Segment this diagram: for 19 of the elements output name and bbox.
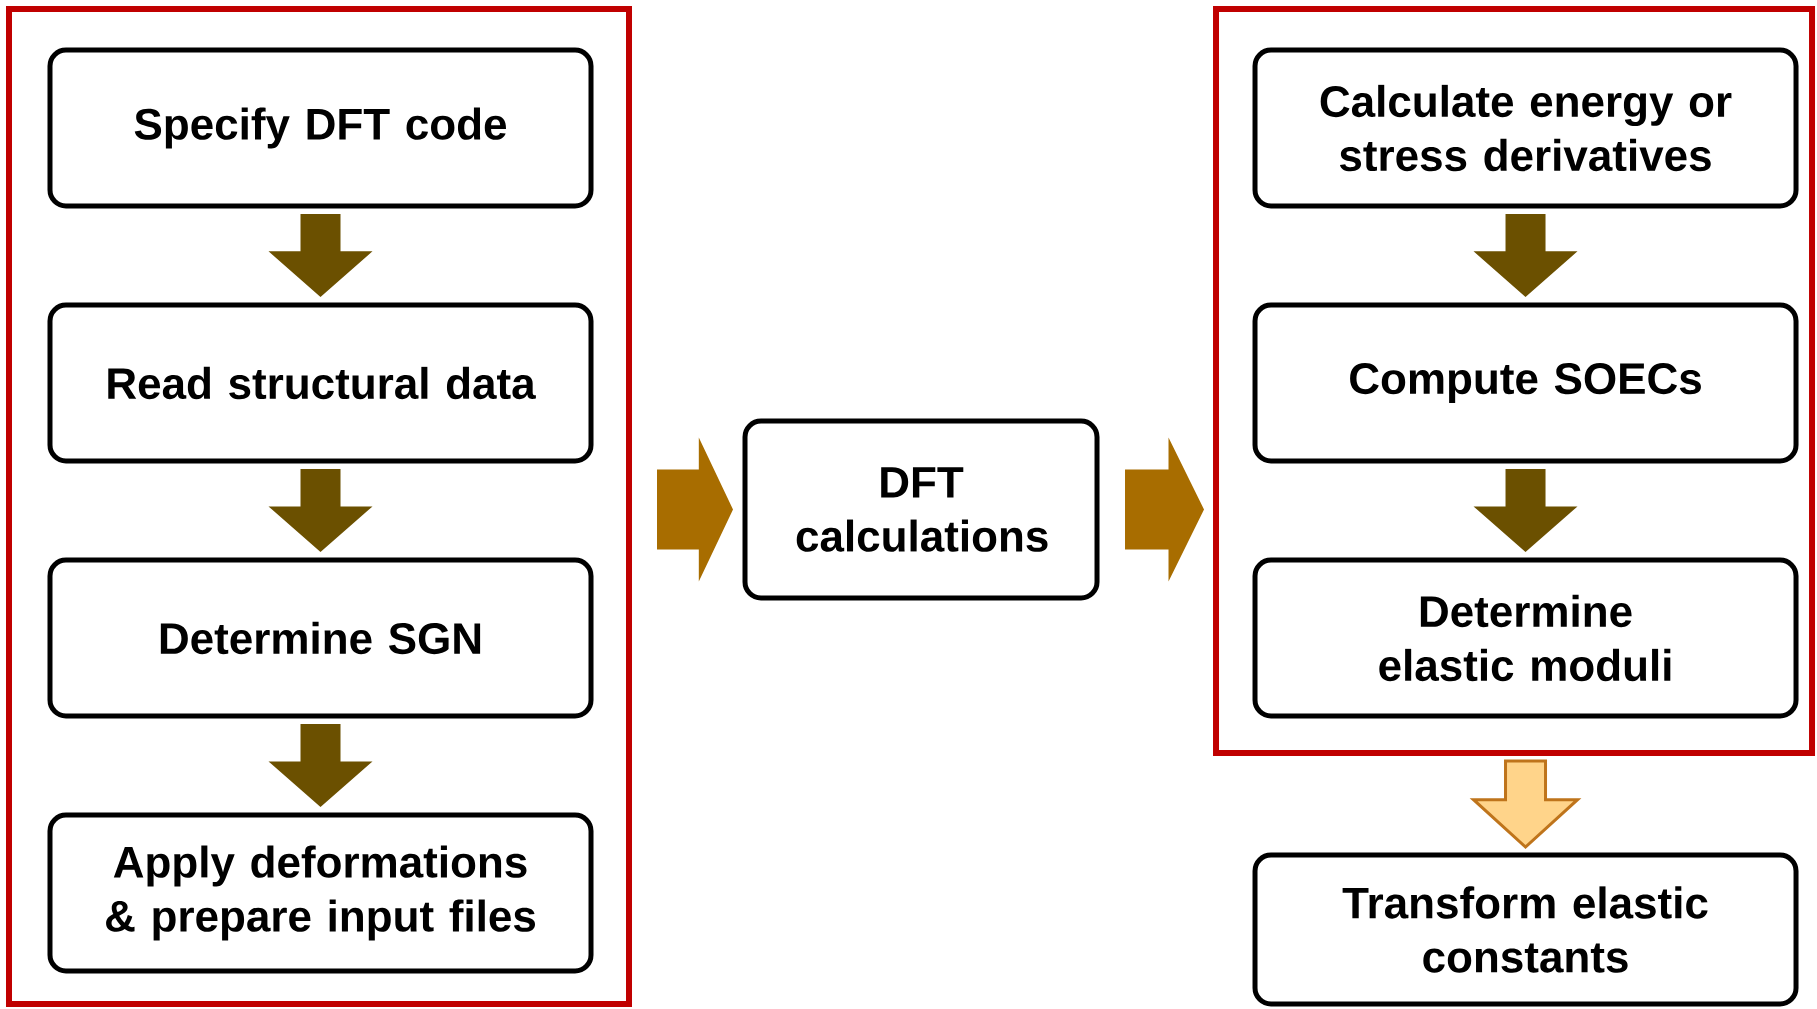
- process-box: Transform elastic constants: [1252, 852, 1799, 1007]
- group-frame: [6, 6, 632, 1007]
- process-box: Determine SGN: [47, 557, 594, 719]
- process-box: Read structural data: [47, 302, 594, 464]
- process-box: Calculate energy or stress derivatives: [1252, 47, 1799, 209]
- process-box: Compute SOECs: [1252, 302, 1799, 464]
- block-arrow: [657, 437, 733, 582]
- block-arrow: [1469, 759, 1582, 850]
- process-box: Determine elastic moduli: [1252, 557, 1799, 719]
- block-arrow: [1473, 214, 1578, 297]
- block-arrow: [1473, 469, 1578, 552]
- block-arrow: [268, 214, 373, 297]
- block-arrow: [268, 724, 373, 807]
- group-frame: [1213, 6, 1815, 756]
- block-arrow: [1125, 437, 1204, 582]
- process-box: Apply deformations & prepare input files: [47, 812, 594, 974]
- process-box: DFT calculations: [742, 418, 1100, 601]
- block-arrow: [268, 469, 373, 552]
- process-box: Specify DFT code: [47, 47, 594, 209]
